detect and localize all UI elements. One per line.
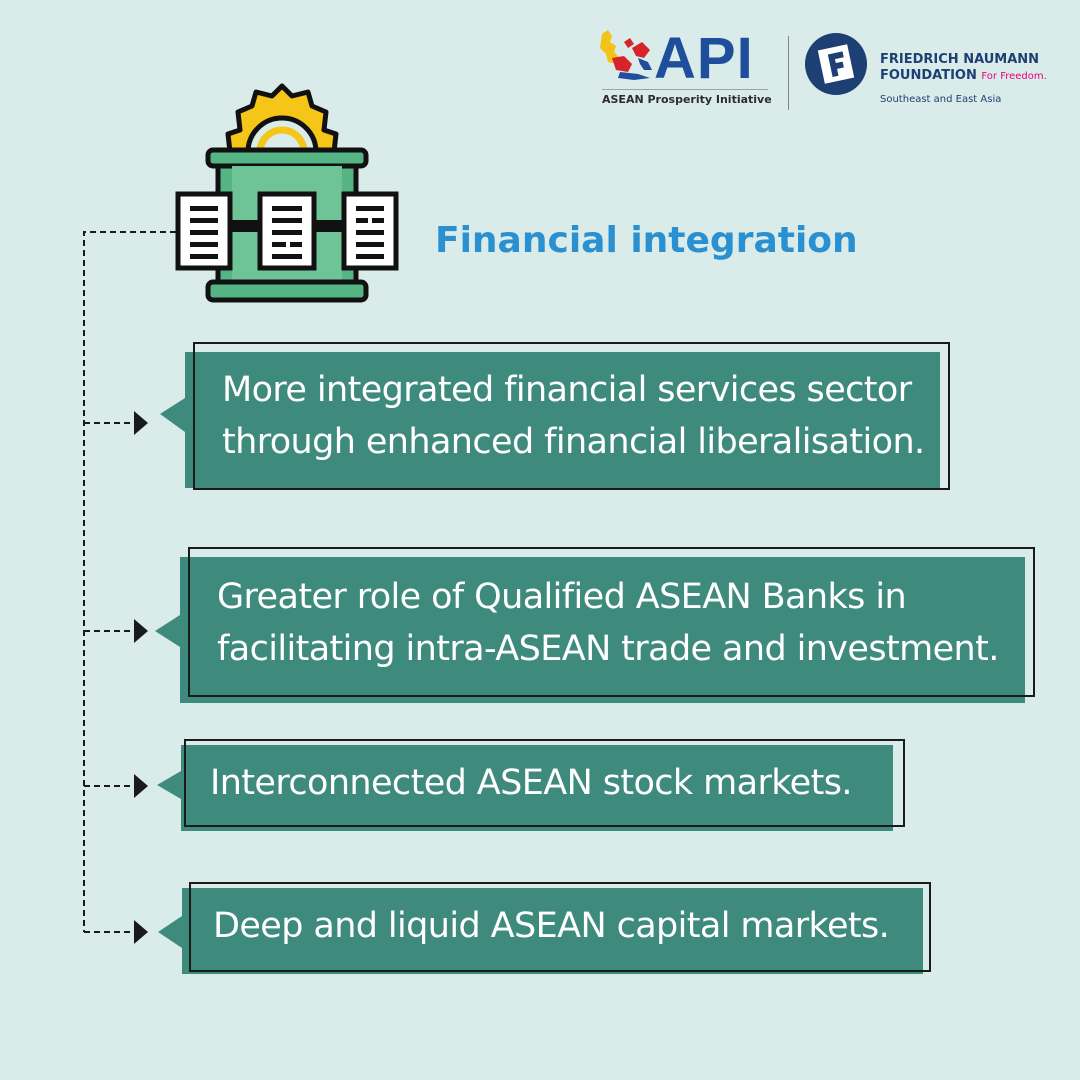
partner-logos: API ASEAN Prosperity Initiative FRIEDRIC…	[596, 28, 1066, 114]
callout-item-1: More integrated financial services secto…	[155, 342, 955, 502]
callout-text-1: More integrated financial services secto…	[222, 364, 925, 468]
asean-map-icon	[600, 30, 652, 80]
callout-shape-3	[157, 739, 905, 831]
fnf-region: Southeast and East Asia	[880, 94, 1002, 105]
arrowhead-2	[134, 619, 148, 643]
callout-text-2: Greater role of Qualified ASEAN Banks in…	[217, 571, 999, 675]
fnf-logo: FRIEDRICH NAUMANN FOUNDATION For Freedom…	[804, 32, 1066, 112]
bank-building-gear-icon	[175, 83, 399, 303]
fnf-f-logo-icon	[805, 33, 867, 95]
callout-text-3: Interconnected ASEAN stock markets.	[210, 757, 852, 809]
callout-text-4: Deep and liquid ASEAN capital markets.	[213, 900, 890, 952]
callout-item-3: Interconnected ASEAN stock markets.	[155, 739, 910, 835]
callout-3-line-1: Interconnected ASEAN stock markets.	[210, 763, 852, 803]
fnf-name-line1: FRIEDRICH NAUMANN	[880, 52, 1040, 67]
fnf-name: FRIEDRICH NAUMANN FOUNDATION For Freedom…	[880, 52, 1047, 85]
api-wordmark: API	[654, 26, 754, 91]
callout-1-line-2: through enhanced financial liberalisatio…	[222, 422, 925, 462]
fnf-tagline: For Freedom.	[981, 71, 1047, 82]
arrowhead-4	[134, 920, 148, 944]
callout-2-line-2: facilitating intra-ASEAN trade and inves…	[217, 629, 999, 669]
section-title: Financial integration	[435, 220, 858, 261]
callout-shape-1	[160, 342, 950, 490]
callout-4-line-1: Deep and liquid ASEAN capital markets.	[213, 906, 890, 946]
callout-1-line-1: More integrated financial services secto…	[222, 370, 912, 410]
arrowhead-1	[134, 411, 148, 435]
callout-2-line-1: Greater role of Qualified ASEAN Banks in	[217, 577, 907, 617]
logo-divider	[788, 36, 789, 110]
callout-item-2: Greater role of Qualified ASEAN Banks in…	[155, 547, 1040, 707]
callout-shape-4	[158, 882, 931, 974]
api-subtitle: ASEAN Prosperity Initiative	[602, 89, 772, 106]
callout-item-4: Deep and liquid ASEAN capital markets.	[155, 882, 940, 978]
api-logo: API ASEAN Prosperity Initiative	[596, 26, 772, 110]
arrowhead-3	[134, 774, 148, 798]
callout-shape-2	[155, 547, 1035, 703]
fnf-name-foundation: FOUNDATION	[880, 68, 977, 83]
fnf-name-line2: FOUNDATION For Freedom.	[880, 68, 1047, 85]
